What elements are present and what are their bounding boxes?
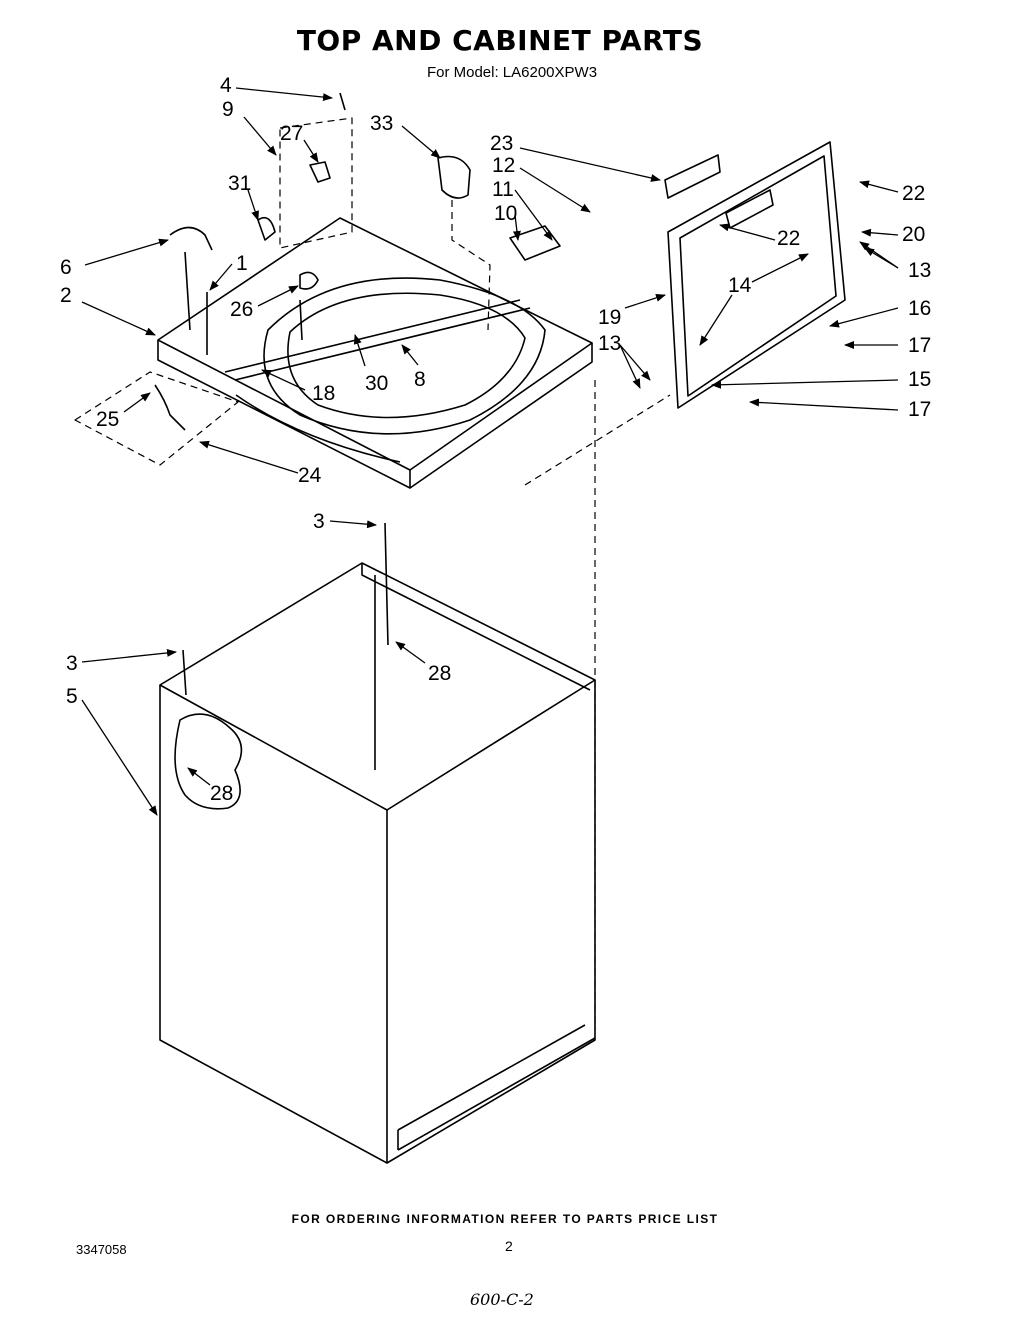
page-title: TOP AND CABINET PARTS — [296, 24, 704, 57]
callout-4: 4 — [220, 74, 232, 97]
callout-5: 5 — [66, 685, 78, 708]
leader-lines — [81, 87, 899, 816]
callout-17: 17 — [908, 398, 931, 421]
callout-30: 30 — [365, 372, 388, 395]
callout-20: 20 — [902, 223, 925, 246]
callout-2: 2 — [60, 284, 72, 307]
callout-28: 28 — [428, 662, 451, 685]
callout-27: 27 — [280, 122, 303, 145]
callout-1: 1 — [236, 252, 248, 275]
callout-6: 6 — [60, 256, 72, 279]
callout-19: 19 — [598, 306, 621, 329]
callout-13: 13 — [908, 259, 931, 282]
callout-24: 24 — [298, 464, 322, 487]
callout-3: 3 — [66, 652, 78, 675]
handwritten-note: 600-C-2 — [470, 1290, 534, 1309]
callout-16: 16 — [908, 297, 931, 320]
callout-14: 14 — [728, 274, 752, 297]
callout-22: 22 — [777, 227, 800, 250]
callout-26: 26 — [230, 298, 253, 321]
callout-31: 31 — [228, 172, 251, 195]
callout-17: 17 — [908, 334, 931, 357]
callout-22: 22 — [902, 182, 925, 205]
callout-25: 25 — [96, 408, 119, 431]
callout-3: 3 — [313, 510, 325, 533]
document-number: 3347058 — [76, 1242, 127, 1257]
cabinet-frame — [159, 562, 596, 1164]
callout-15: 15 — [908, 368, 931, 391]
callout-9: 9 — [222, 98, 234, 121]
callout-18: 18 — [312, 382, 335, 405]
callout-28: 28 — [210, 782, 233, 805]
dashed-guides — [74, 117, 671, 1030]
model-subtitle: For Model: LA6200XPW3 — [426, 64, 598, 81]
callout-12: 12 — [492, 154, 515, 177]
washer-top-panel — [157, 217, 593, 489]
ordering-note: FOR ORDERING INFORMATION REFER TO PARTS … — [291, 1212, 719, 1226]
callout-10: 10 — [494, 202, 517, 225]
callout-13: 13 — [598, 332, 621, 355]
lid-assembly — [667, 141, 846, 409]
cabinet-cutaway — [174, 713, 243, 810]
callout-33: 33 — [370, 112, 393, 135]
callout-labels: 4 9 27 33 23 12 11 10 31 6 1 2 26 30 8 1… — [60, 74, 931, 805]
callout-23: 23 — [490, 132, 513, 155]
callout-11: 11 — [492, 178, 514, 201]
callout-8: 8 — [414, 368, 426, 391]
page-number: 2 — [505, 1238, 513, 1254]
small-parts — [154, 92, 721, 696]
